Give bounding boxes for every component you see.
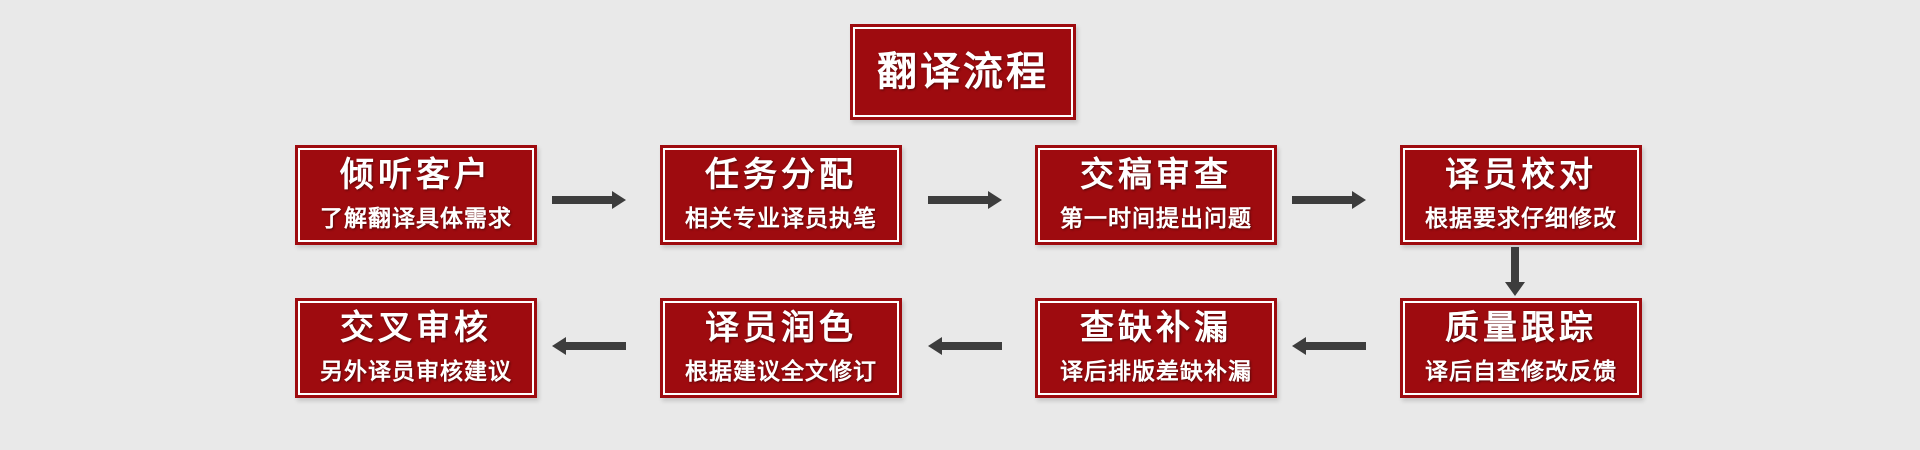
node-quality-tracking: 质量跟踪 译后自查修改反馈	[1400, 298, 1642, 398]
arrow-shaft	[552, 196, 612, 204]
node-title: 交稿审查	[1080, 155, 1232, 194]
node-gap-check: 查缺补漏 译后排版差缺补漏	[1035, 298, 1277, 398]
node-subtitle: 根据要求仔细修改	[1425, 205, 1617, 232]
arrow-shaft	[1306, 342, 1366, 350]
node-title: 倾听客户	[340, 155, 492, 194]
arrow-shaft	[566, 342, 626, 350]
node-title: 交叉审核	[340, 308, 492, 347]
node-subtitle: 了解翻译具体需求	[320, 205, 512, 232]
node-task-assignment: 任务分配 相关专业译员执笔	[660, 145, 902, 245]
arrow-head	[1352, 191, 1366, 209]
node-title: 任务分配	[705, 155, 857, 194]
diagram-title: 翻译流程	[877, 50, 1049, 94]
node-subtitle: 另外译员审核建议	[320, 358, 512, 385]
node-title: 译员润色	[705, 308, 857, 347]
node-translator-proofreading: 译员校对 根据要求仔细修改	[1400, 145, 1642, 245]
arrow-shaft	[942, 342, 1002, 350]
arrow-head	[1505, 282, 1525, 296]
arrow-down-icon	[1505, 247, 1525, 296]
arrow-head	[552, 337, 566, 355]
node-cross-review: 交叉审核 另外译员审核建议	[295, 298, 537, 398]
node-draft-review: 交稿审查 第一时间提出问题	[1035, 145, 1277, 245]
node-title: 查缺补漏	[1080, 308, 1232, 347]
node-subtitle: 根据建议全文修订	[685, 358, 877, 385]
arrow-right-icon	[552, 191, 626, 209]
diagram-title-box: 翻译流程	[850, 24, 1076, 120]
node-subtitle: 译后自查修改反馈	[1425, 358, 1617, 385]
arrow-shaft	[928, 196, 988, 204]
arrow-left-icon	[928, 337, 1002, 355]
node-subtitle: 第一时间提出问题	[1060, 205, 1252, 232]
arrow-left-icon	[552, 337, 626, 355]
arrow-right-icon	[1292, 191, 1366, 209]
node-title: 质量跟踪	[1445, 308, 1597, 347]
arrow-shaft	[1511, 247, 1519, 282]
arrow-head	[612, 191, 626, 209]
node-subtitle: 相关专业译员执笔	[685, 205, 877, 232]
arrow-right-icon	[928, 191, 1002, 209]
arrow-left-icon	[1292, 337, 1366, 355]
node-listen-client: 倾听客户 了解翻译具体需求	[295, 145, 537, 245]
node-title: 译员校对	[1445, 155, 1597, 194]
arrow-shaft	[1292, 196, 1352, 204]
arrow-head	[928, 337, 942, 355]
arrow-head	[988, 191, 1002, 209]
node-translator-polishing: 译员润色 根据建议全文修订	[660, 298, 902, 398]
arrow-head	[1292, 337, 1306, 355]
node-subtitle: 译后排版差缺补漏	[1060, 358, 1252, 385]
